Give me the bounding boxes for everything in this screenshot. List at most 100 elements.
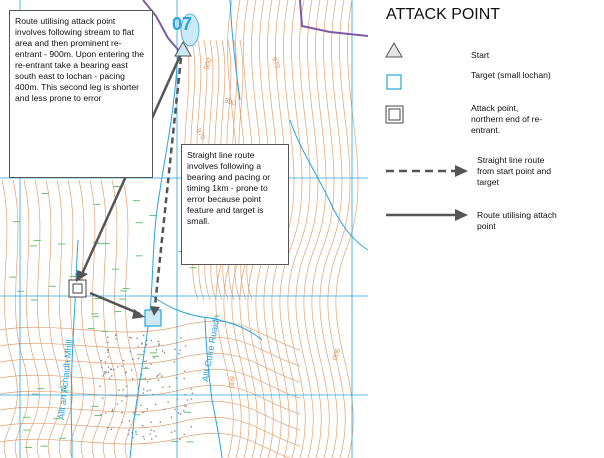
scree-dot <box>170 416 173 418</box>
contour-line <box>0 368 301 399</box>
scree-dot <box>155 349 158 351</box>
scree-dot <box>109 368 112 371</box>
scree-dot <box>190 426 193 428</box>
contour-line <box>0 384 301 415</box>
scree-dot <box>122 389 124 391</box>
legend-solid-arrowhead-icon <box>455 209 468 221</box>
stream <box>204 317 223 458</box>
scree-dot <box>157 379 160 382</box>
straight-route-dashed <box>153 57 183 307</box>
scree-dot <box>100 359 103 362</box>
start-triangle-icon <box>174 40 192 57</box>
scree-dot <box>145 343 148 346</box>
scree-dot <box>159 421 162 423</box>
scree-dot <box>183 433 186 436</box>
boundary-line <box>299 0 368 37</box>
contour-lines <box>0 0 359 458</box>
scree-dot <box>157 374 159 377</box>
scree-dot <box>140 404 142 407</box>
scree-dot <box>121 365 123 367</box>
scree-dot <box>156 375 158 378</box>
scree-dot <box>137 345 140 348</box>
scree-dot <box>141 343 143 345</box>
scree-dot <box>142 334 145 337</box>
scree-dot <box>107 341 109 343</box>
scree-dot <box>107 356 109 358</box>
stream <box>70 239 79 458</box>
scree-dot <box>102 375 105 377</box>
scree-dot <box>131 358 134 361</box>
contour-line <box>89 179 106 458</box>
scree-dot <box>125 395 128 398</box>
scree-dot <box>115 334 117 337</box>
scree-dot <box>121 411 123 414</box>
scree-dot <box>177 412 180 414</box>
stream <box>129 49 179 458</box>
scree-dot <box>130 369 133 372</box>
scree-dot <box>149 433 151 435</box>
scree-dot <box>131 377 134 380</box>
scree-dot <box>107 371 110 373</box>
legend-label-start: Start <box>471 50 490 60</box>
scree-dot <box>150 438 153 440</box>
scree-dot <box>144 377 147 380</box>
contour-line <box>78 179 95 458</box>
scree-dot <box>125 385 128 388</box>
scree-dot <box>146 380 149 383</box>
scree-dot <box>183 370 186 372</box>
scree-dot <box>150 421 152 424</box>
scree-dot <box>130 337 133 339</box>
scree-dot <box>142 411 144 414</box>
scree-dot <box>135 433 138 436</box>
scree-dot <box>159 373 161 375</box>
scree-dot <box>153 356 155 359</box>
scree-dot <box>157 340 160 343</box>
contour-label: 970 <box>194 128 206 142</box>
scree-dot <box>133 411 135 414</box>
scree-dot <box>110 428 113 431</box>
scree-dot <box>113 368 115 371</box>
scree-dot <box>143 360 145 363</box>
scree-dot <box>104 412 107 414</box>
stream <box>151 295 263 341</box>
scree-dot <box>121 400 123 402</box>
contour-label: 600 <box>227 376 235 388</box>
legend-label-attack-point: Attack point, northern end of re-entrant… <box>471 103 543 135</box>
scree-dot <box>155 435 157 438</box>
contour-line <box>287 0 311 458</box>
scree-dot <box>179 413 182 415</box>
scree-dot <box>105 371 107 374</box>
scree-dot <box>173 430 176 432</box>
legend-start-triangle-icon <box>385 41 403 58</box>
contour-line <box>0 400 301 431</box>
scree-dot <box>100 413 102 416</box>
contour-line <box>34 179 51 458</box>
legend-symbols <box>385 41 468 221</box>
contour-line <box>100 179 117 458</box>
contour-line <box>23 179 40 458</box>
scree-dot <box>141 424 144 427</box>
scree-dot <box>186 399 189 401</box>
scree-dot <box>184 345 187 347</box>
scree-dot <box>116 403 119 405</box>
stream <box>229 0 241 101</box>
legend-dashed-arrowhead-icon <box>455 165 468 177</box>
legend-label-target: Target (small lochan) <box>471 70 551 80</box>
contour-line <box>0 352 301 383</box>
scree-dot <box>143 438 146 440</box>
scree-dot <box>150 429 153 431</box>
scree-dot <box>106 336 109 339</box>
scree-dot <box>129 350 132 353</box>
scree-dot <box>142 435 145 438</box>
scree-dot <box>107 366 110 368</box>
scree-dot <box>106 349 109 351</box>
scree-dot <box>150 339 153 342</box>
scree-dot <box>158 344 160 347</box>
legend-target-square-icon <box>386 74 402 90</box>
contour-line <box>279 0 303 458</box>
attack-route-arrowhead-icon <box>76 270 88 282</box>
attack-point-inner-icon <box>72 283 83 294</box>
legend-title: ATTACK POINT <box>386 6 501 23</box>
contour-line <box>335 0 359 458</box>
scree-dot <box>161 350 164 352</box>
